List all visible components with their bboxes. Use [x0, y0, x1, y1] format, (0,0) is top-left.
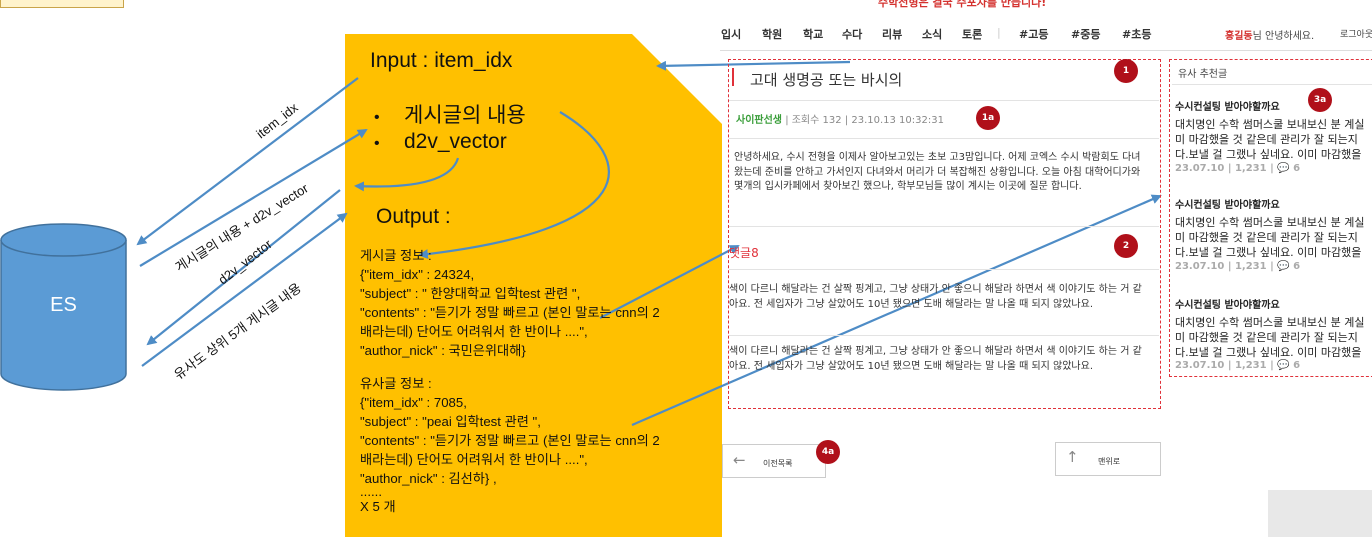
arrow-similar-to-recommendations	[631, 194, 1162, 427]
post-meta: 사이판선생 | 조회수 132 | 23.10.13 10:32:31	[736, 111, 944, 126]
gray-panel	[1268, 490, 1372, 537]
output-line: "author_nick" : 국민은위대해}	[360, 343, 526, 358]
divider	[729, 138, 1159, 139]
comment-bubble-icon: 💬	[1277, 163, 1290, 174]
nav-item[interactable]: 수다	[842, 28, 863, 41]
arrow-vector-to-output	[354, 157, 460, 192]
es-database-cylinder	[0, 223, 127, 391]
badge-1a: 1a	[976, 106, 1000, 130]
nav-item[interactable]: #초등	[1122, 28, 1152, 41]
comments-header: 댓글8	[729, 244, 759, 261]
post-author[interactable]: 사이판선생	[736, 115, 782, 126]
arrow-top5	[141, 212, 348, 367]
input-label: Input : item_idx	[370, 49, 513, 72]
arrow-up-icon: ↑	[1066, 448, 1079, 466]
recommendation-title[interactable]: 수시컨설팅 받아야할까요	[1175, 102, 1280, 113]
recommendation-title[interactable]: 수시컨설팅 받아야할까요	[1175, 300, 1280, 311]
post-highlight-box	[728, 59, 1161, 409]
output-line: {"item_idx" : 7085,	[360, 395, 467, 410]
nav-divider: |	[997, 26, 1001, 39]
arrow-item-idx	[136, 77, 359, 246]
bullet-item: •게시글의 내용	[374, 104, 526, 127]
title-accent-bar	[732, 68, 734, 86]
bullet-text: d2v_vector	[404, 130, 507, 153]
comment-text: 색이 다르니 해달라는 건 살짝 핑계고, 그냥 상태가 안 좋으니 해달라 하…	[729, 346, 1142, 372]
comments-count: 8	[751, 246, 759, 260]
es-label: ES	[50, 294, 77, 316]
arrow-post-to-comments	[599, 245, 740, 319]
output-line: "author_nick" : 김선하} ,	[360, 471, 497, 486]
recommendation-title[interactable]: 수시컨설팅 받아야할까요	[1175, 200, 1280, 211]
badge-2: 2	[1114, 234, 1138, 258]
output-line: "subject" : "peai 입학test 관련 ",	[360, 414, 541, 429]
arrow-d2v-vector	[146, 189, 341, 346]
prev-list-label: 이전목록	[763, 459, 793, 468]
arrow-content-vector	[139, 128, 368, 267]
post-views: | 조회수 132 |	[785, 115, 849, 126]
nav-divider-line	[720, 50, 1372, 51]
nav-item[interactable]: 입시	[721, 28, 742, 41]
output-label: Output :	[376, 205, 451, 228]
output-line: "contents" : "듣기가 정말 빠르고 (본인 말로는 cnn의 2	[360, 305, 660, 320]
recommendation-highlight-box	[1169, 59, 1372, 377]
nav-item[interactable]: 토론	[962, 28, 983, 41]
greeting-text: 님 안녕하세요.	[1252, 31, 1315, 42]
divider	[729, 226, 1159, 227]
prev-list-button[interactable]: ← 이전목록	[722, 444, 826, 478]
nav-item[interactable]: 학교	[803, 28, 824, 41]
recommendation-heading: 유사 추천글	[1178, 69, 1228, 80]
scroll-top-label: 맨위로	[1098, 457, 1121, 466]
comment-text: 색이 다르니 해달라는 건 살짝 핑계고, 그냥 상태가 안 좋으니 해달라 하…	[729, 284, 1142, 310]
output-line: "contents" : "듣기가 정말 빠르고 (본인 말로는 cnn의 2	[360, 433, 660, 448]
top-note-box	[0, 0, 124, 8]
nav-item[interactable]: #중등	[1071, 28, 1101, 41]
arrow-left-icon: ←	[733, 451, 746, 469]
logout-link[interactable]: 로그아웃	[1340, 30, 1372, 40]
recommendation-body: 대치명인 수학 썸머스쿨 보내보신 분 계실 미 마감했을 것 같은데 관리가 …	[1175, 118, 1365, 161]
comment-bubble-icon: 💬	[1277, 360, 1290, 371]
output-line: 유사글 정보 :	[360, 376, 432, 391]
arrow-screenshot-to-input	[656, 60, 851, 71]
output-line: 게시글 정보 :	[360, 248, 432, 263]
output-line: ......	[360, 484, 382, 499]
comment-bubble-icon: 💬	[1277, 261, 1290, 272]
badge-3a: 3a	[1308, 88, 1332, 112]
badge-1: 1	[1114, 59, 1138, 83]
recommendation-meta: 23.07.10 | 1,231 | 💬 6	[1175, 360, 1301, 371]
recommendation-meta: 23.07.10 | 1,231 | 💬 6	[1175, 163, 1301, 174]
post-date: 23.10.13 10:32:31	[851, 115, 944, 126]
promo-banner[interactable]: 수학전형은 결국 수포자를 만듭니다!	[878, 0, 1047, 9]
arrow-content-to-output	[418, 111, 610, 260]
comments-label: 댓글	[729, 246, 752, 260]
bullet-text: 게시글의 내용	[404, 104, 526, 127]
bullet-item: •d2v_vector	[374, 130, 507, 153]
recommendation-body: 대치명인 수학 썸머스쿨 보내보신 분 계실 미 마감했을 것 같은데 관리가 …	[1175, 316, 1365, 359]
nav-item[interactable]: #고등	[1019, 28, 1049, 41]
nav-item[interactable]: 리뷰	[882, 28, 903, 41]
scroll-top-button[interactable]: ↑ 맨위로	[1055, 442, 1161, 476]
user-greeting: 홍길동님 안녕하세요.	[1225, 27, 1314, 42]
user-name: 홍길동	[1225, 31, 1253, 42]
nav-item[interactable]: 학원	[762, 28, 783, 41]
badge-4a: 4a	[816, 440, 840, 464]
divider	[729, 335, 1159, 336]
output-line: 배라는데) 단어도 어려워서 한 반이나 ....",	[360, 324, 588, 339]
divider	[729, 269, 1159, 270]
recommendation-body: 대치명인 수학 썸머스쿨 보내보신 분 계실 미 마감했을 것 같은데 관리가 …	[1175, 216, 1365, 259]
output-line: "subject" : " 한양대학교 입학test 관련 ",	[360, 286, 581, 301]
recommendation-meta: 23.07.10 | 1,231 | 💬 6	[1175, 261, 1301, 272]
yellow-document-shape	[345, 34, 722, 537]
nav-item[interactable]: 소식	[922, 28, 943, 41]
output-line: 배라는데) 단어도 어려워서 한 반이나 ....",	[360, 452, 588, 467]
divider	[729, 100, 1159, 101]
divider	[1172, 84, 1372, 85]
post-body: 안녕하세요, 수시 전형을 이제사 알아보고있는 초보 고3맘입니다. 어제 코…	[734, 152, 1141, 192]
output-line: X 5 개	[360, 499, 396, 514]
post-title: 고대 생명공 또는 바시의	[750, 71, 903, 89]
output-line: {"item_idx" : 24324,	[360, 267, 475, 282]
